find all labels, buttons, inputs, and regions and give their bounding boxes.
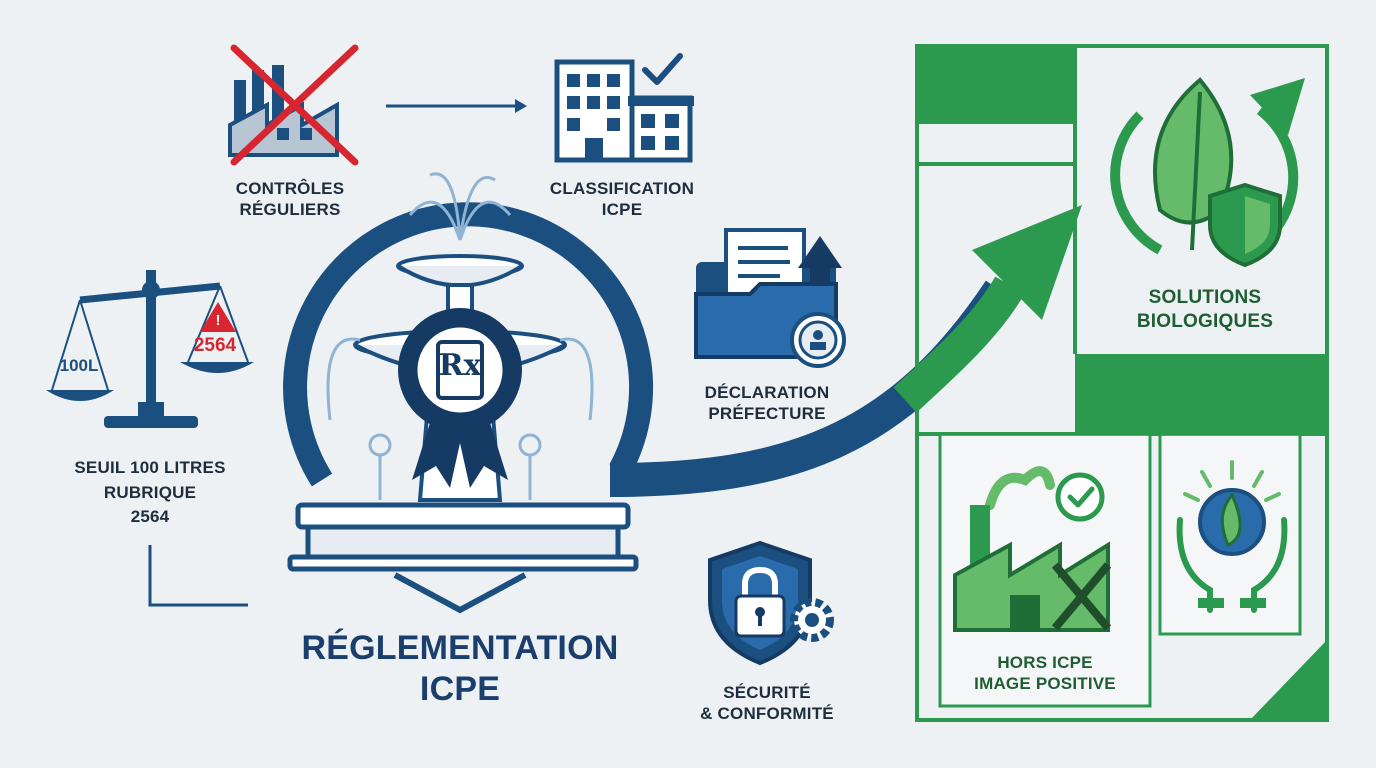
- positive-line2: image positive: [974, 674, 1116, 694]
- folder-upload-icon: [694, 228, 846, 368]
- classification-label: Classification ICPE: [522, 178, 722, 221]
- green-factory-check-icon: [953, 466, 1112, 632]
- security-label: Sécurité & Conformité: [672, 682, 862, 725]
- shield-lock-icon: [708, 540, 834, 666]
- classification-line2: ICPE: [601, 200, 643, 220]
- scale-right-value: 2564: [193, 335, 237, 356]
- threshold-label: Seuil 100 litres Rubrique 2564: [40, 456, 260, 530]
- rx-symbol: Rx: [438, 348, 482, 383]
- positive-label: Hors ICPE image positive: [940, 652, 1150, 695]
- factory-crossed-icon: [228, 44, 359, 166]
- declaration-line2: Préfecture: [708, 404, 826, 424]
- positive-line1: Hors ICPE: [997, 653, 1093, 672]
- controls-line1: Contrôles: [235, 179, 345, 198]
- threshold-line1: Seuil 100 litres: [74, 458, 226, 477]
- classification-line1: Classification: [549, 179, 695, 198]
- biological-line1: Solutions: [1148, 287, 1262, 308]
- rx-badge: [398, 308, 522, 488]
- controls-label: Contrôles réguliers: [200, 178, 380, 221]
- declaration-line1: Déclaration: [704, 383, 830, 402]
- scale-left-value: 100L: [59, 356, 99, 375]
- center-title-line2: ICPE: [419, 669, 501, 708]
- threshold-line2: Rubrique: [103, 482, 197, 502]
- hands-globe-icon: [1176, 460, 1288, 613]
- building-check-icon: [554, 53, 694, 163]
- center-title-line1: Réglementation: [301, 629, 619, 667]
- threshold-line3: 2564: [130, 507, 170, 527]
- declaration-label: Déclaration Préfecture: [672, 382, 862, 425]
- security-line2: & Conformité: [700, 704, 834, 724]
- biological-label: Solutions biologiques: [1085, 286, 1325, 334]
- security-line1: Sécurité: [723, 683, 811, 702]
- scale-warning: !: [215, 312, 221, 329]
- biological-line2: biologiques: [1136, 310, 1274, 332]
- balance-scale-icon: [46, 270, 254, 428]
- controls-line2: réguliers: [239, 200, 341, 220]
- center-title: Réglementation ICPE: [250, 628, 670, 710]
- leaf-shield-icon: [1110, 77, 1305, 268]
